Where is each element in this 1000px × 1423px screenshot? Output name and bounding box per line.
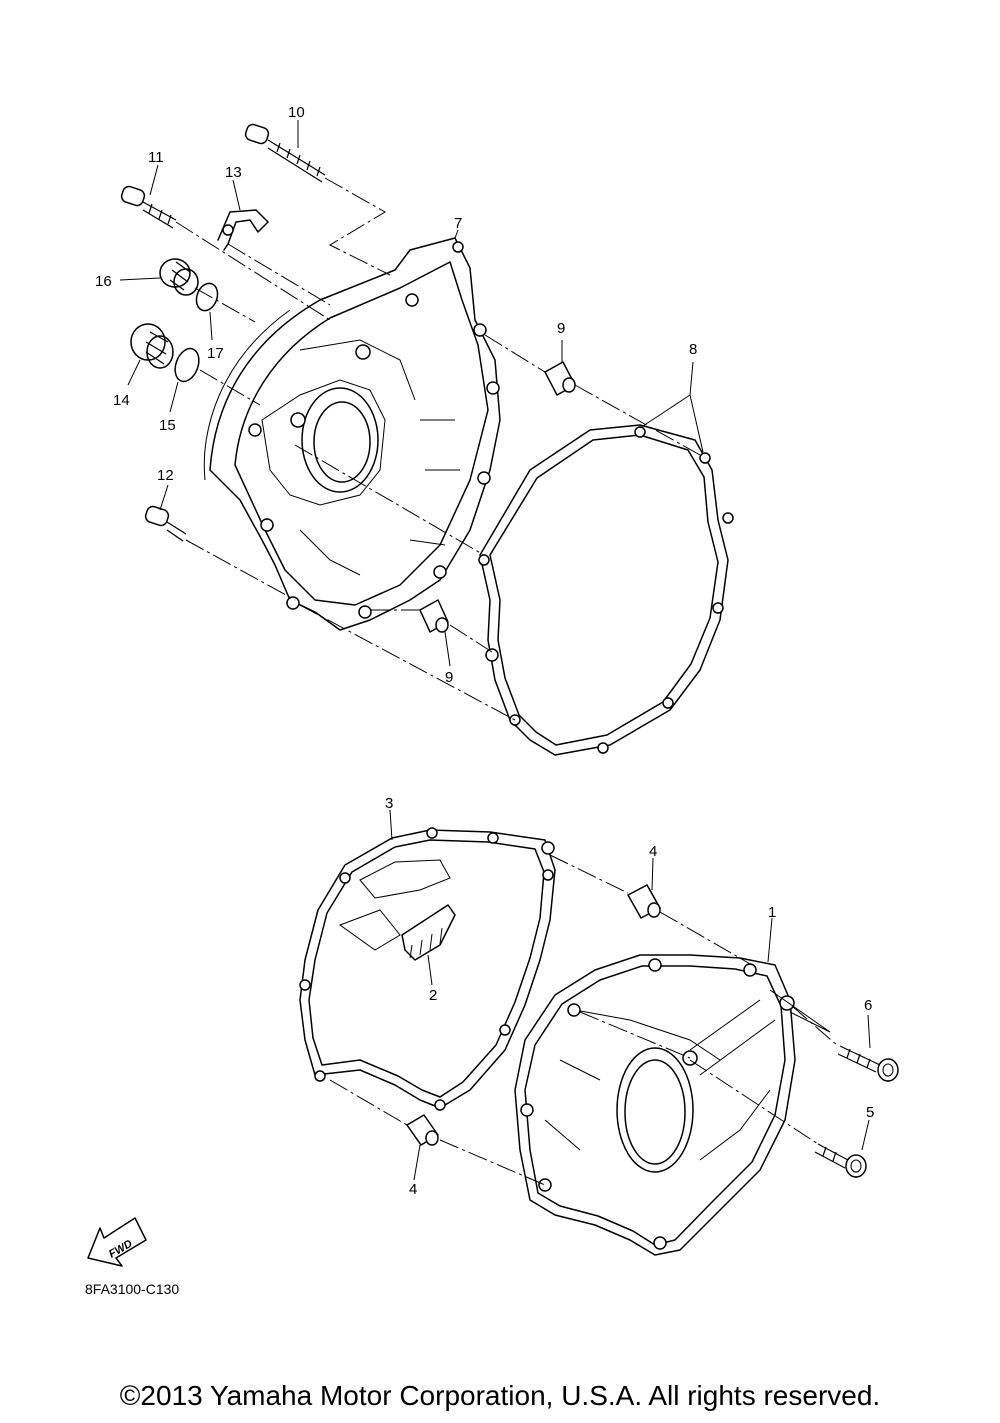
- dowel-pin-9-lower: [419, 599, 449, 633]
- callout-9-lower: 9: [445, 669, 453, 686]
- assembly-lines-upper: [119, 120, 704, 721]
- callout-7: 7: [454, 215, 462, 232]
- callout-6: 6: [864, 997, 872, 1014]
- callout-3: 3: [385, 795, 393, 812]
- callout-17: 17: [207, 345, 224, 362]
- callout-11: 11: [148, 149, 164, 166]
- generator-cover-1: [514, 954, 796, 1256]
- assembly-lines-lower: [329, 809, 871, 1186]
- callout-8: 8: [689, 341, 697, 358]
- callout-16: 16: [95, 273, 112, 290]
- fwd-label: FWD: [107, 1238, 135, 1261]
- crankcase-cover-gasket-8: [478, 424, 734, 756]
- bolt-11: [120, 185, 177, 229]
- callout-1: 1: [768, 904, 776, 921]
- callout-15: 15: [159, 417, 176, 434]
- crankcase-cover-7: [203, 237, 501, 631]
- callout-4-lower: 4: [409, 1181, 417, 1198]
- callout-14: 14: [113, 392, 130, 409]
- copyright-notice: ©2013 Yamaha Motor Corporation, U.S.A. A…: [119, 1380, 881, 1411]
- bolt-12: [144, 505, 187, 542]
- dowel-pin-9-upper: [544, 361, 576, 396]
- callout-10: 10: [288, 104, 305, 121]
- callout-12: 12: [157, 467, 174, 484]
- fwd-arrow-icon: FWD: [87, 1217, 147, 1267]
- callout-13: 13: [225, 164, 242, 181]
- callout-4-upper: 4: [649, 843, 657, 860]
- bracket-13: [217, 209, 269, 251]
- plug-16: [159, 258, 199, 296]
- callout-9-upper: 9: [557, 320, 565, 337]
- dowel-pin-4-upper: [627, 884, 661, 919]
- callout-2: 2: [429, 987, 437, 1004]
- callout-labels: 1 2 3 4 4 5 6 7 8 9 9 10 11 12 13 14 15 …: [95, 104, 874, 1198]
- bolt-5: [814, 1143, 867, 1178]
- callout-5: 5: [866, 1104, 874, 1121]
- plug-14: [130, 323, 174, 369]
- o-ring-15: [174, 347, 200, 383]
- diagram-code: 8FA3100-C130: [85, 1281, 180, 1297]
- bolt-10: [244, 123, 326, 183]
- bolt-6: [837, 1045, 899, 1082]
- dowel-pin-4-lower: [406, 1114, 439, 1146]
- damper-2: [401, 904, 456, 961]
- generator-cover-gasket-3: [299, 827, 556, 1111]
